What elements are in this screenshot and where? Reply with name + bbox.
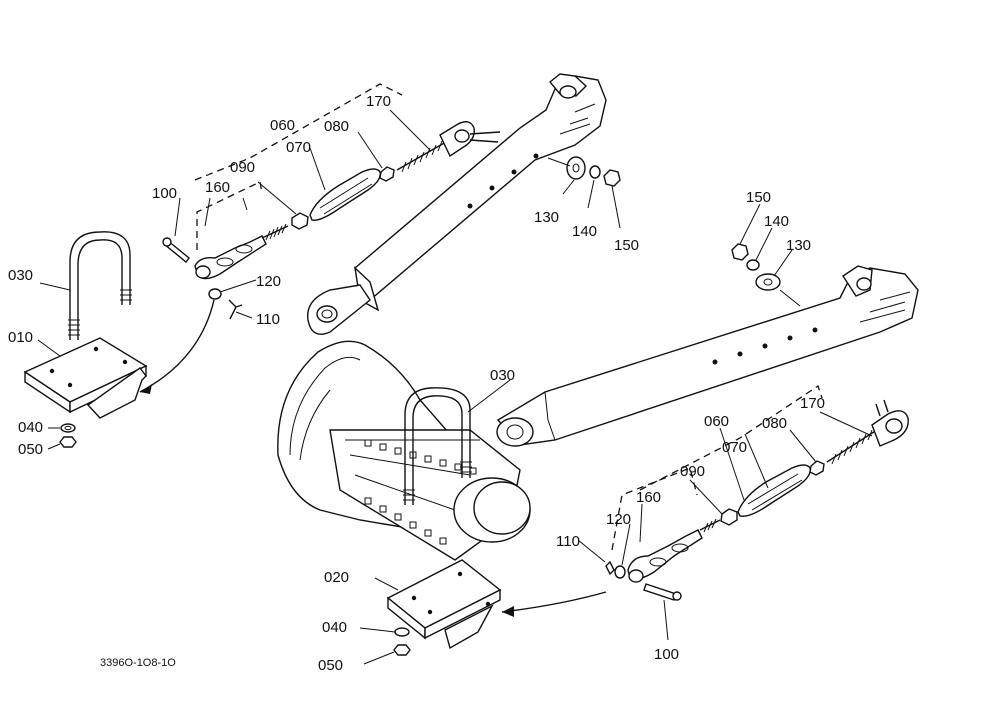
label-110-lower: 110 (556, 533, 580, 550)
label-150-lower: 150 (746, 189, 771, 206)
drawing-code: 3396O-1O8-1O (100, 657, 176, 669)
label-100-upper: 100 (152, 185, 177, 202)
label-160-lower: 160 (636, 489, 661, 506)
label-050-left: 050 (18, 441, 43, 458)
part-labels: 030 010 040 050 100 160 090 060 070 080 … (8, 93, 825, 674)
label-170-upper: 170 (366, 93, 391, 110)
label-110-upper: 110 (256, 311, 280, 328)
leader-lines (37, 109, 873, 665)
label-020: 020 (324, 569, 349, 586)
label-100-lower: 100 (654, 646, 679, 663)
label-170-lower: 170 (800, 395, 825, 412)
label-160-upper: 160 (205, 179, 230, 196)
label-050-centre: 050 (318, 657, 343, 674)
label-070-upper: 070 (286, 139, 311, 156)
lower-lift-arm (496, 243, 919, 601)
left-bracket-assembly (23, 231, 215, 448)
upper-check-chain (162, 73, 621, 335)
label-060-lower: 060 (704, 413, 729, 430)
label-130-upper: 130 (534, 209, 559, 226)
label-090-lower: 090 (680, 463, 705, 480)
label-130-lower: 130 (786, 237, 811, 254)
label-060-upper: 060 (270, 117, 295, 134)
label-040-centre: 040 (322, 619, 347, 636)
label-140-upper: 140 (572, 223, 597, 240)
label-120-lower: 120 (606, 511, 631, 528)
label-150-upper: 150 (614, 237, 639, 254)
label-120-upper: 120 (256, 273, 281, 290)
label-030-left: 030 (8, 267, 33, 284)
label-010: 010 (8, 329, 33, 346)
label-140-lower: 140 (764, 213, 789, 230)
rear-axle-housing (277, 340, 607, 656)
label-040-left: 040 (18, 419, 43, 436)
label-070-lower: 070 (722, 439, 747, 456)
label-080-upper: 080 (324, 118, 349, 135)
label-030-centre: 030 (490, 367, 515, 384)
label-090-upper: 090 (230, 159, 255, 176)
label-080-lower: 080 (762, 415, 787, 432)
